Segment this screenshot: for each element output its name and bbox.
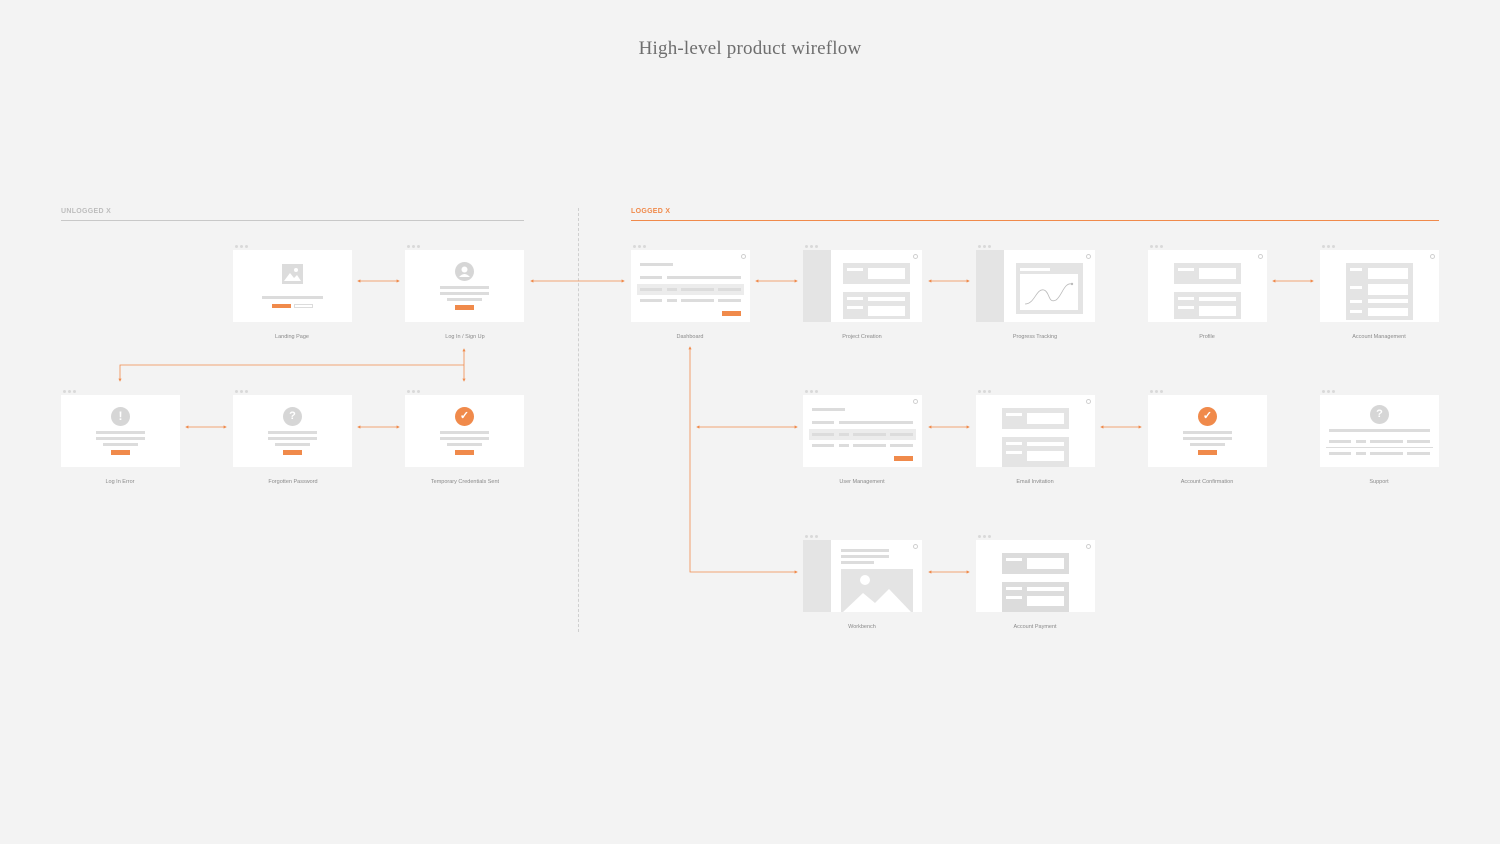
avatar-icon [1086,544,1091,549]
connector-dashboard-down [688,346,798,574]
window-dots [407,390,423,393]
avatar-icon [1086,254,1091,259]
label-forgotten-password: Forgotten Password [268,479,318,485]
screen-account-payment[interactable] [976,535,1095,612]
label-temp-credentials: Temporary Credentials Sent [430,479,500,485]
label-email-invitation: Email Invitation [1016,479,1054,485]
check-icon: ✓ [1198,407,1217,426]
screen-support[interactable]: ? [1320,390,1439,467]
label-account-confirmation: Account Confirmation [1180,479,1234,485]
connector-branch-error [118,364,464,382]
avatar-icon [741,254,746,259]
page-title: High-level product wireflow [638,38,862,59]
section-line-unlogged [61,220,524,221]
window-dots [407,245,423,248]
label-workbench: Workbench [848,624,876,630]
window-dots [235,390,251,393]
label-account-management: Account Management [1352,334,1406,340]
screen-workbench[interactable] [803,535,922,612]
window-dots [235,245,251,248]
screen-progress-tracking[interactable] [976,245,1095,322]
user-icon [455,262,474,281]
section-label-logged: LOGGED X [631,208,671,215]
label-landing-page: Landing Page [275,334,309,340]
screen-login-signup[interactable] [405,245,524,322]
line-chart-icon [1020,274,1078,310]
screen-landing-page[interactable] [233,245,352,322]
label-login-error: Log In Error [105,479,135,485]
label-user-management: User Management [839,479,885,485]
question-icon: ? [283,407,302,426]
question-icon: ? [1370,405,1389,424]
screen-dashboard[interactable] [631,245,750,322]
window-dots [1322,245,1338,248]
window-dots [978,245,994,248]
avatar-icon [1086,399,1091,404]
label-profile: Profile [1199,334,1215,340]
error-icon: ! [111,407,130,426]
window-dots [978,390,994,393]
label-login-signup: Log In / Sign Up [445,334,485,340]
section-line-logged [631,220,1439,221]
label-dashboard: Dashboard [676,334,704,340]
image-icon [282,264,303,284]
label-support: Support [1369,479,1389,485]
screen-user-management[interactable] [803,390,922,467]
window-dots [1322,390,1338,393]
window-dots [805,535,821,538]
screen-profile[interactable] [1148,245,1267,322]
window-dots [63,390,79,393]
screen-forgotten-password[interactable]: ? [233,390,352,467]
check-icon: ✓ [455,407,474,426]
avatar-icon [913,544,918,549]
screen-email-invitation[interactable] [976,390,1095,467]
screen-temp-credentials[interactable]: ✓ [405,390,524,467]
window-dots [1150,390,1166,393]
window-dots [978,535,994,538]
screen-project-creation[interactable] [803,245,922,322]
section-label-unlogged: UNLOGGED X [61,208,112,215]
window-dots [805,245,821,248]
avatar-icon [913,254,918,259]
label-account-payment: Account Payment [1013,624,1057,630]
screen-account-management[interactable] [1320,245,1439,322]
label-progress-tracking: Progress Tracking [1012,334,1058,340]
window-dots [633,245,649,248]
image-icon [841,569,913,612]
window-dots [1150,245,1166,248]
avatar-icon [1430,254,1435,259]
avatar-icon [1258,254,1263,259]
avatar-icon [913,399,918,404]
screen-account-confirmation[interactable]: ✓ [1148,390,1267,467]
section-divider [578,208,579,632]
screen-login-error[interactable]: ! [61,390,180,467]
window-dots [805,390,821,393]
label-project-creation: Project Creation [842,334,882,340]
